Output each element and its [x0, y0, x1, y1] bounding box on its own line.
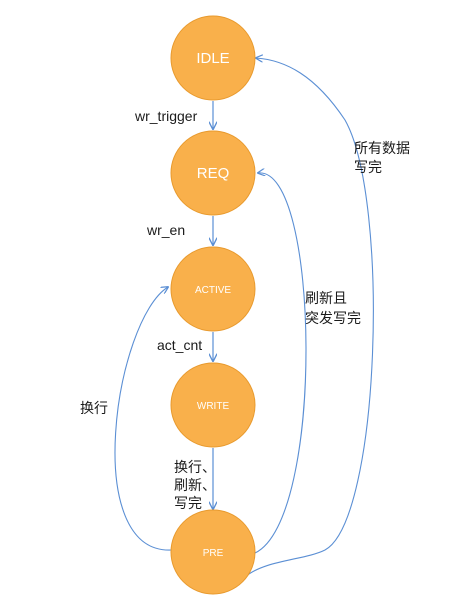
state-req-label: REQ: [197, 165, 230, 182]
label-write-to-pre-line2: 刷新、: [174, 477, 216, 493]
label-wr-en: wr_en: [146, 222, 185, 238]
state-active-label: ACTIVE: [195, 285, 231, 296]
state-active[interactable]: ACTIVE: [170, 246, 256, 332]
label-pre-to-req-line1: 刷新且: [305, 290, 347, 306]
edge-pre-to-active: [114, 287, 173, 551]
label-pre-to-idle-line1: 所有数据: [354, 140, 410, 156]
label-pre-to-idle-line2: 写完: [354, 159, 382, 175]
state-idle[interactable]: IDLE: [170, 15, 256, 101]
label-act-cnt: act_cnt: [157, 337, 202, 353]
label-write-to-pre-line1: 换行、: [174, 459, 216, 475]
state-req[interactable]: REQ: [170, 130, 256, 216]
label-wr-trigger: wr_trigger: [134, 108, 198, 124]
state-write-label: WRITE: [197, 401, 230, 412]
edge-pre-to-idle: [244, 58, 374, 578]
label-pre-to-req-line2: 突发写完: [305, 310, 361, 326]
edge-pre-to-req: [254, 173, 307, 554]
label-write-to-pre-line3: 写完: [174, 495, 202, 511]
label-pre-to-active: 换行: [80, 400, 108, 416]
state-pre-label: PRE: [203, 548, 224, 559]
state-pre[interactable]: PRE: [170, 509, 256, 595]
state-write[interactable]: WRITE: [170, 362, 256, 448]
state-idle-label: IDLE: [196, 50, 229, 67]
